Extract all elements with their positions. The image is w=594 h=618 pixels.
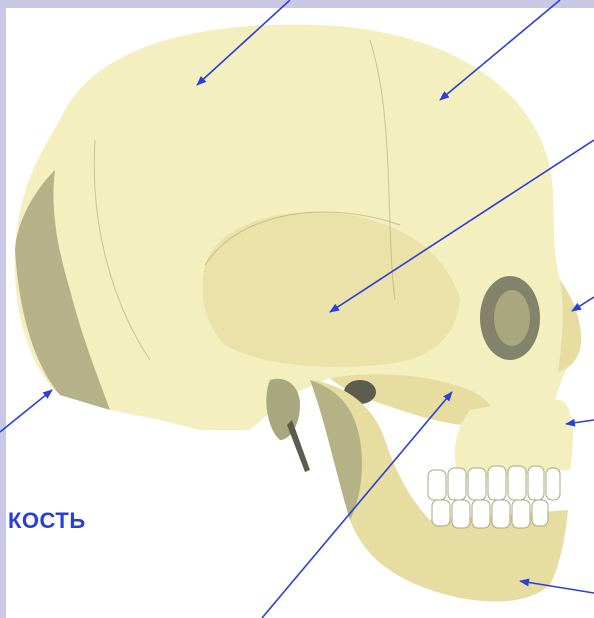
teeth <box>428 466 560 528</box>
arrow-frontal <box>440 0 560 100</box>
skull-image <box>15 24 582 601</box>
arrow-occipital <box>0 390 52 432</box>
bone-label: КОСТЬ <box>8 508 86 534</box>
orbit-inner <box>494 290 530 346</box>
styloid <box>287 420 310 472</box>
arrow-nasal <box>572 297 594 311</box>
